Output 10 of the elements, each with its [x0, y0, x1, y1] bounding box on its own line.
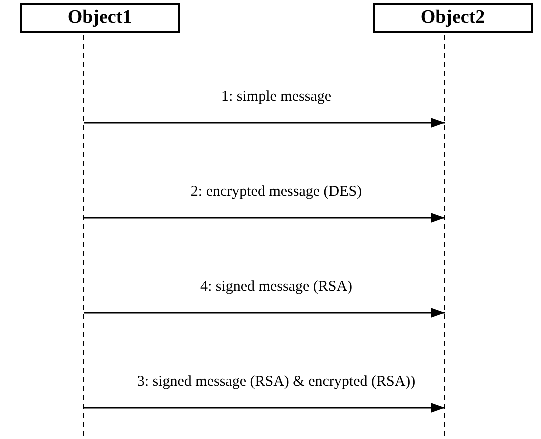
object-box: Object2 — [373, 3, 533, 33]
message-arrow — [84, 308, 445, 318]
object-box: Object1 — [20, 3, 180, 33]
message-label: 2: encrypted message (DES) — [190, 184, 362, 201]
message-label: 1: simple message — [222, 89, 332, 106]
message-label: 4: signed message (RSA) — [200, 279, 353, 296]
message-arrow — [84, 213, 445, 223]
message-arrow — [84, 118, 445, 128]
message-label: 3: signed message (RSA) & encrypted (RSA)) — [137, 374, 416, 391]
message-arrow — [84, 403, 445, 413]
